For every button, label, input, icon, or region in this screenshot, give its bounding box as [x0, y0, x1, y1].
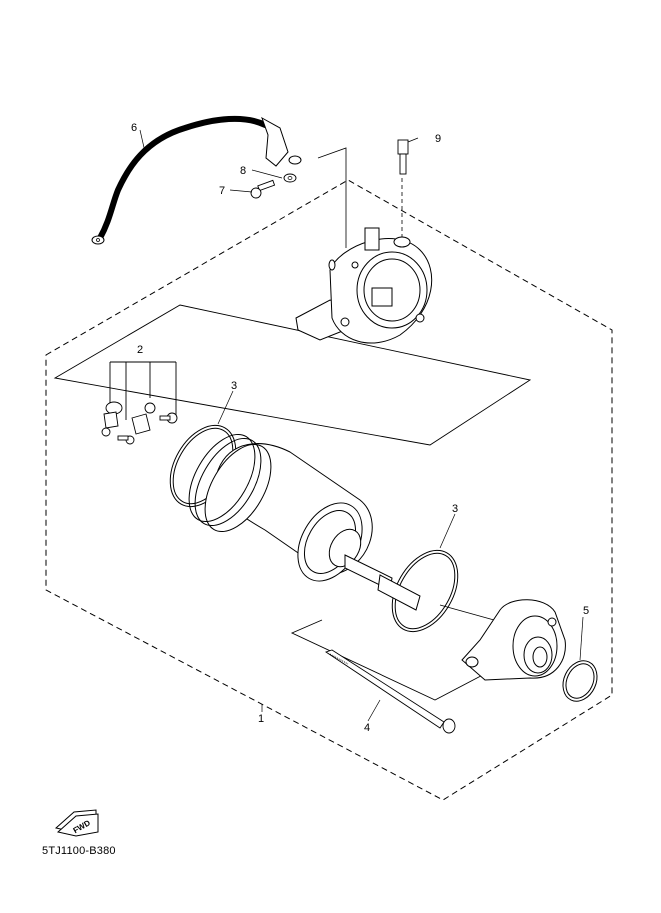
- callout-leaders: [139, 129, 584, 722]
- lower-reference-plane-2: [290, 619, 497, 701]
- starter-yoke: [188, 433, 421, 611]
- o-ring-lower: [391, 549, 459, 633]
- bolt: [397, 139, 409, 175]
- callout-1: 1: [258, 713, 264, 725]
- callout-7: 7: [219, 185, 225, 197]
- callout-3-upper: 3: [231, 380, 237, 392]
- callout-9: 9: [435, 133, 441, 145]
- assembly-outline: [45, 179, 613, 801]
- callout-3-lower: 3: [452, 503, 458, 515]
- screw: [250, 179, 276, 199]
- lead-wire: [91, 115, 302, 245]
- callout-8: 8: [240, 165, 246, 177]
- harness-leader: [317, 147, 347, 248]
- callout-4: 4: [364, 722, 370, 734]
- diagram-code: 5TJ1100-B380: [42, 845, 116, 857]
- long-bolt: [324, 649, 456, 734]
- brush-holder-set-parts: [101, 361, 178, 445]
- fwd-arrow-icon: FWD: [54, 809, 99, 837]
- callout-5: 5: [583, 605, 589, 617]
- lower-reference-plane: [439, 604, 495, 621]
- callout-2: 2: [137, 344, 143, 356]
- upper-reference-plane: [53, 304, 532, 446]
- front-cover: [461, 599, 566, 681]
- washer: [283, 173, 297, 183]
- rear-cover-housing: [295, 227, 433, 344]
- callout-6: 6: [131, 122, 137, 134]
- small-o-ring: [562, 660, 598, 702]
